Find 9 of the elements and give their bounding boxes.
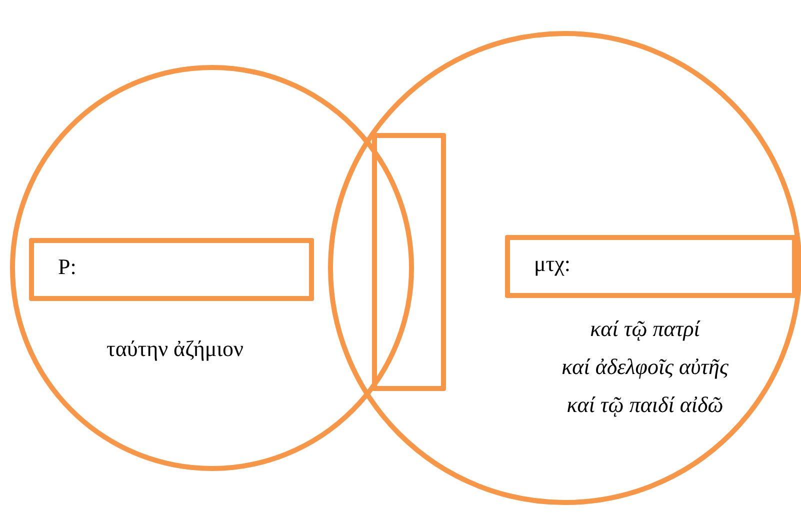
label-box (505, 235, 797, 298)
box-label: μτχ: (534, 251, 571, 278)
region-text: καί τῷ πατρί (590, 316, 700, 342)
region-text: ταύτην ἀζήμιον (106, 336, 244, 362)
venn-circle (10, 65, 414, 471)
region-text: καί τῷ παιδί αἰδῶ (566, 392, 724, 418)
box-label: P: (58, 254, 76, 280)
region-text: καί ἀδελφοῖς αὐτῆς (562, 354, 728, 380)
label-box (29, 238, 314, 301)
